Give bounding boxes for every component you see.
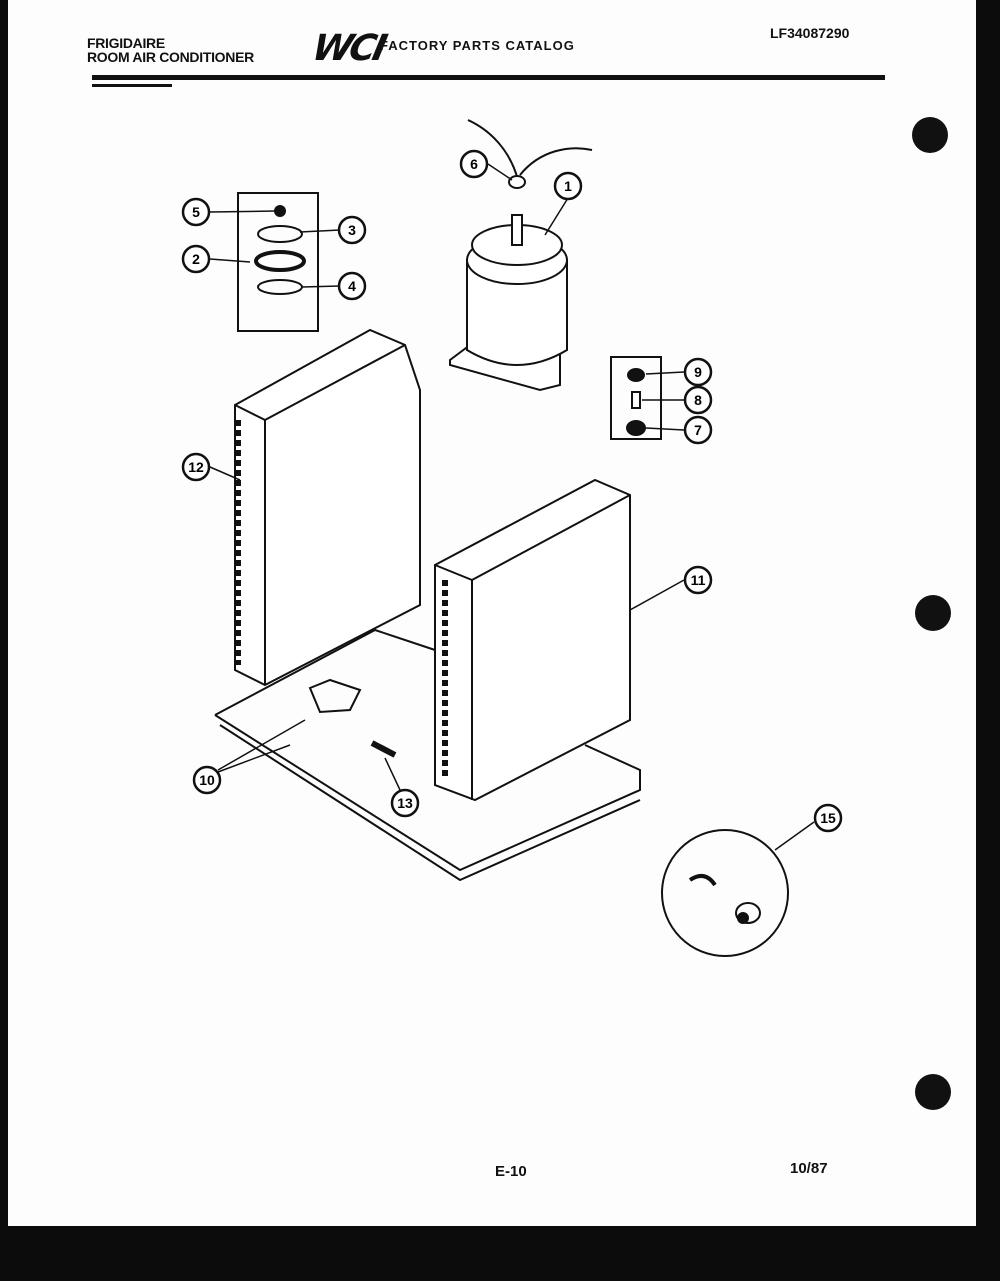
- callout-12: 12: [181, 452, 211, 482]
- callout-3: 3: [337, 215, 367, 245]
- callout-number: 5: [192, 204, 200, 220]
- callout-circle: [683, 565, 713, 595]
- callout-number: 2: [192, 251, 200, 267]
- callout-circle: [337, 215, 367, 245]
- base-pan: [214, 628, 641, 882]
- callout-number: 15: [820, 810, 836, 826]
- callout-6: 6: [459, 149, 489, 179]
- callout-number: 11: [691, 572, 706, 588]
- callout-number: 6: [470, 156, 478, 172]
- callout-circle: [181, 244, 211, 274]
- page-number: E-10: [495, 1163, 527, 1180]
- leader-lines: [209, 163, 815, 851]
- callout-number: 9: [694, 364, 702, 380]
- callout-7: 7: [683, 415, 713, 445]
- callout-number: 10: [199, 772, 215, 788]
- callout-circle: [390, 788, 420, 818]
- hole-punch: [915, 1074, 951, 1110]
- header-rule-short: [92, 84, 172, 87]
- hole-punch: [915, 595, 951, 631]
- header-rule: [92, 75, 885, 80]
- callout-circle: [181, 197, 211, 227]
- callout-circle: [683, 415, 713, 445]
- callout-number: 7: [694, 422, 702, 438]
- callout-5: 5: [181, 197, 211, 227]
- callout-1: 1: [553, 171, 583, 201]
- callout-10: 10: [192, 765, 222, 795]
- callout-9: 9: [683, 357, 713, 387]
- callout-4: 4: [337, 271, 367, 301]
- brand-name: FRIGIDAIRE: [87, 35, 165, 51]
- terminal-cover-kit: [610, 356, 662, 440]
- capacitor-detail: [661, 829, 789, 957]
- callout-13: 13: [390, 788, 420, 818]
- callout-8: 8: [683, 385, 713, 415]
- callout-circle: [683, 385, 713, 415]
- callout-number: 3: [348, 222, 356, 238]
- callout-2: 2: [181, 244, 211, 274]
- callout-circle: [553, 171, 583, 201]
- callout-number: 4: [348, 278, 356, 294]
- callout-circle: [337, 271, 367, 301]
- model-number: LF34087290: [770, 25, 850, 41]
- callout-number: 13: [397, 795, 413, 811]
- callout-circle: [459, 149, 489, 179]
- callout-number: 1: [564, 178, 572, 194]
- product-name: ROOM AIR CONDITIONER: [87, 49, 254, 65]
- catalog-date: 10/87: [790, 1160, 828, 1177]
- callout-circle: [683, 357, 713, 387]
- header-brand-block: FRIGIDAIRE ROOM AIR CONDITIONER: [87, 36, 254, 64]
- callout-11: 11: [683, 565, 713, 595]
- compressor: [449, 119, 593, 392]
- callout-number: 12: [188, 459, 204, 475]
- callout-circle: [181, 452, 211, 482]
- evaporator-coil: [434, 478, 631, 802]
- callout-circle: [813, 803, 843, 833]
- catalog-title: FACTORY PARTS CATALOG: [380, 38, 575, 53]
- hole-punch: [912, 117, 948, 153]
- callout-number: 8: [694, 392, 702, 408]
- condenser-coil: [234, 328, 421, 687]
- callout-circle: [192, 765, 222, 795]
- callout-15: 15: [813, 803, 843, 833]
